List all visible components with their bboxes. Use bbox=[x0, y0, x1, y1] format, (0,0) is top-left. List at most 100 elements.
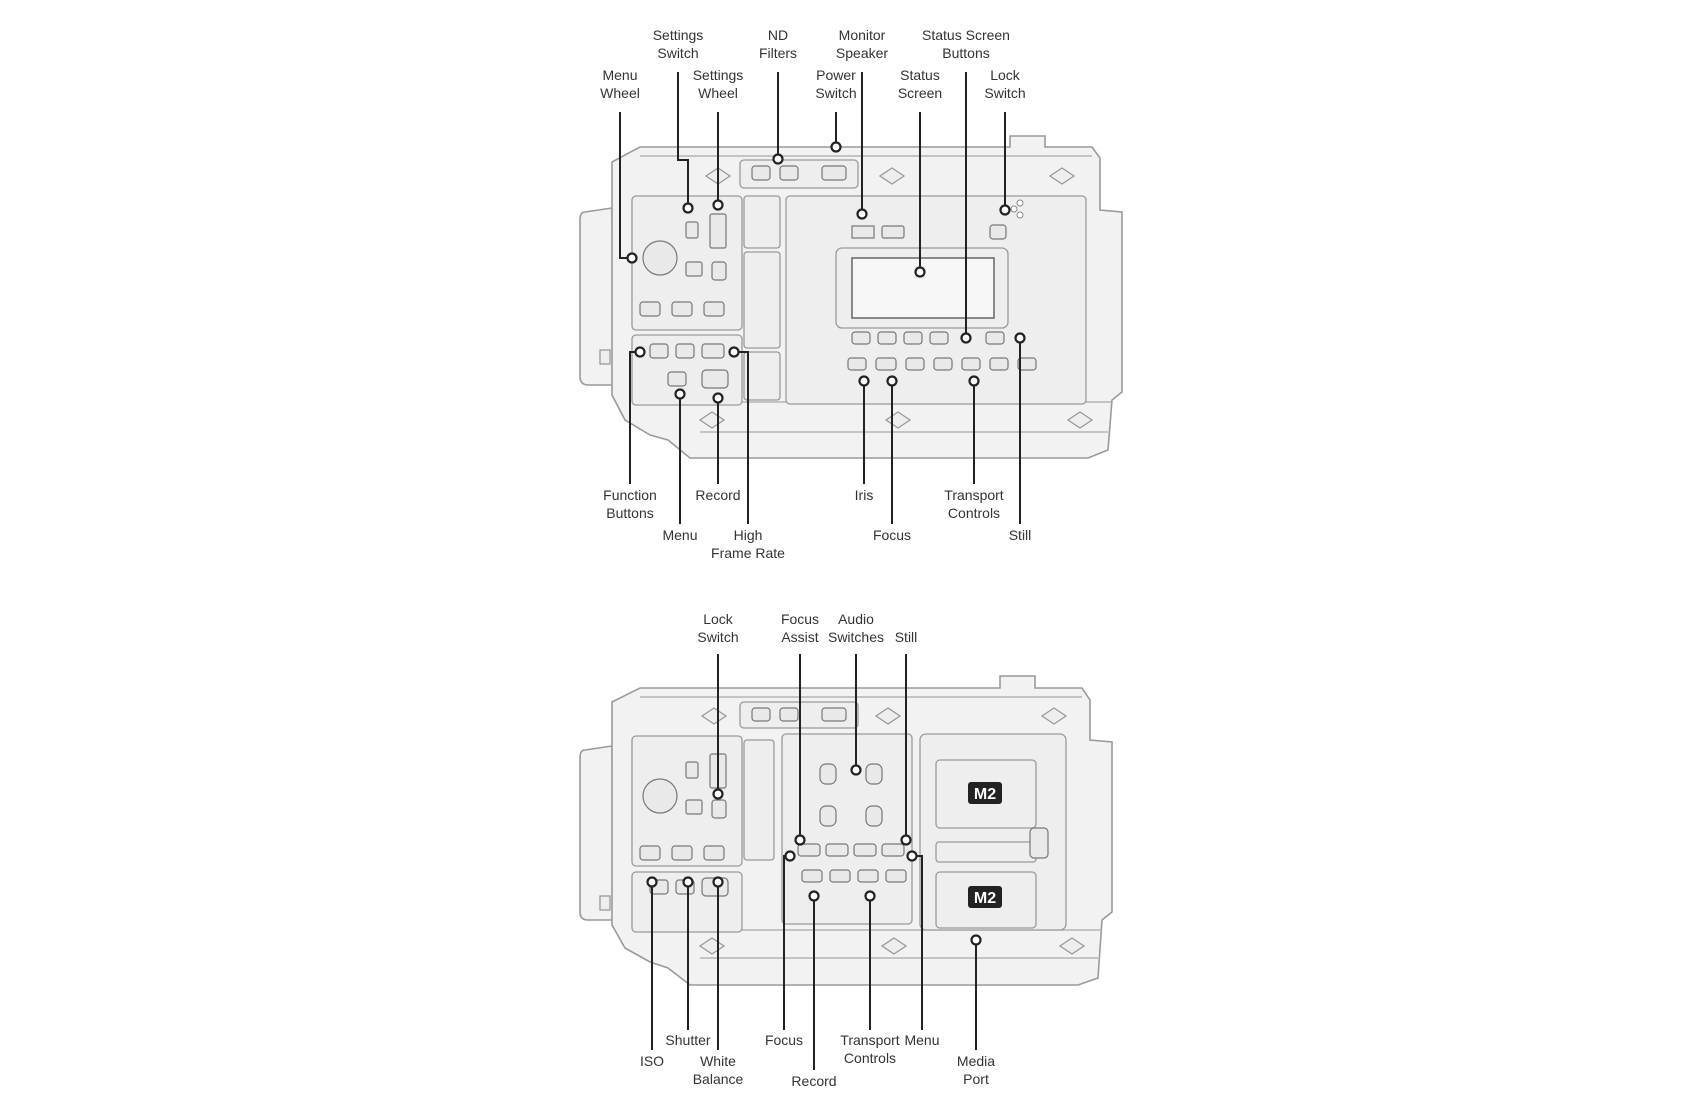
status-screen-buttons-label-line: Buttons bbox=[942, 45, 989, 61]
record-label-line: Record bbox=[791, 1073, 836, 1089]
menu-label: Menu bbox=[904, 1032, 939, 1048]
menu-label-line: Menu bbox=[662, 527, 697, 543]
power-switch-label-line: Switch bbox=[815, 85, 856, 101]
shutter-label: Shutter bbox=[665, 1032, 710, 1048]
still-callout-dot bbox=[1014, 332, 1026, 344]
media-port-label-line: Port bbox=[963, 1071, 989, 1087]
shutter-label-line: Shutter bbox=[665, 1032, 710, 1048]
status-screen-label-line: Screen bbox=[898, 85, 942, 101]
leader-lines bbox=[619, 72, 1026, 1070]
iris-label: Iris bbox=[855, 487, 874, 503]
focus-label-line: Focus bbox=[765, 1032, 803, 1048]
function-buttons-label-line: Buttons bbox=[606, 505, 653, 521]
media-badge-text: M2 bbox=[974, 890, 996, 907]
media-badge-text: M2 bbox=[974, 786, 996, 803]
focus-callout-dot bbox=[886, 375, 898, 387]
status-screen-buttons-callout-dot bbox=[960, 332, 972, 344]
focus-label-line: Focus bbox=[873, 527, 911, 543]
high-frame-rate-label-line: High bbox=[734, 527, 763, 543]
iris-label-line: Iris bbox=[855, 487, 874, 503]
shutter-callout-dot bbox=[682, 876, 694, 888]
audio-switches-callout-dot bbox=[850, 764, 862, 776]
iso-callout-dot bbox=[646, 876, 658, 888]
focus-label: Focus bbox=[765, 1032, 803, 1048]
nd-filters-callout-dot bbox=[772, 153, 784, 165]
menu-wheel-label-line: Wheel bbox=[600, 85, 640, 101]
nd-filters-label-line: Filters bbox=[759, 45, 797, 61]
nd-filters-label: ND Filters bbox=[759, 27, 797, 61]
menu-label-line: Menu bbox=[904, 1032, 939, 1048]
transport-controls-callout-dot bbox=[968, 375, 980, 387]
still-label: Still bbox=[1009, 527, 1032, 543]
media-port-callout-dot bbox=[970, 934, 982, 946]
record-callout-dot bbox=[808, 890, 820, 902]
camera-body-side-view bbox=[579, 675, 1113, 986]
settings-switch-label-line: Settings bbox=[653, 27, 704, 43]
media-badge-box bbox=[968, 886, 1002, 908]
white-balance-callout-dot bbox=[712, 876, 724, 888]
menu-wheel-label-line: Menu bbox=[602, 67, 637, 83]
transport-controls-callout-dot bbox=[864, 890, 876, 902]
iso-label: ISO bbox=[640, 1053, 664, 1069]
settings-wheel-label-line: Wheel bbox=[698, 85, 738, 101]
iris-callout-dot bbox=[858, 375, 870, 387]
white-balance-label-line: White bbox=[700, 1053, 736, 1069]
status-screen-callout-dot bbox=[914, 266, 926, 278]
settings-wheel-label-line: Settings bbox=[693, 67, 744, 83]
status-screen-buttons-label-line: Status Screen bbox=[922, 27, 1010, 43]
record-label: Record bbox=[695, 487, 740, 503]
focus-label: Focus bbox=[873, 527, 911, 543]
audio-switches-label-line: Audio bbox=[838, 611, 874, 627]
white-balance-label-line: Balance bbox=[693, 1071, 744, 1087]
iso-label-line: ISO bbox=[640, 1053, 664, 1069]
still-label: Still bbox=[895, 629, 918, 645]
high-frame-rate-callout-dot bbox=[728, 346, 740, 358]
audio-switches-label-line: Switches bbox=[828, 629, 884, 645]
lock-switch-callout-dot bbox=[999, 204, 1011, 216]
transport-controls-label-line: Controls bbox=[948, 505, 1000, 521]
camera-body-top-view bbox=[579, 135, 1123, 459]
settings-switch-callout-dot bbox=[682, 202, 694, 214]
status-screen-label-line: Status bbox=[900, 67, 940, 83]
function-buttons-callout-dot bbox=[634, 346, 646, 358]
focus-callout-dot bbox=[784, 850, 796, 862]
record-callout-dot bbox=[712, 392, 724, 404]
menu-callout-dot bbox=[906, 850, 918, 862]
high-frame-rate-label-line: Frame Rate bbox=[711, 545, 785, 561]
lock-switch-callout-dot bbox=[712, 788, 724, 800]
lock-switch-label-line: Lock bbox=[703, 611, 734, 627]
lock-switch-label-line: Switch bbox=[984, 85, 1025, 101]
power-switch-callout-dot bbox=[830, 141, 842, 153]
focus-assist-callout-dot bbox=[794, 834, 806, 846]
settings-switch-label-line: Switch bbox=[657, 45, 698, 61]
monitor-speaker-label-line: Speaker bbox=[836, 45, 888, 61]
transport-controls-label-line: Transport bbox=[944, 487, 1004, 503]
still-callout-dot bbox=[900, 834, 912, 846]
power-switch-label-line: Power bbox=[816, 67, 856, 83]
monitor-speaker-callout-dot bbox=[856, 208, 868, 220]
focus-assist-label-line: Focus bbox=[781, 611, 819, 627]
transport-controls-label-line: Controls bbox=[844, 1050, 896, 1066]
menu-wheel-callout-dot bbox=[626, 252, 638, 264]
settings-switch-leader-line bbox=[677, 72, 689, 208]
nd-filters-label-line: ND bbox=[768, 27, 788, 43]
